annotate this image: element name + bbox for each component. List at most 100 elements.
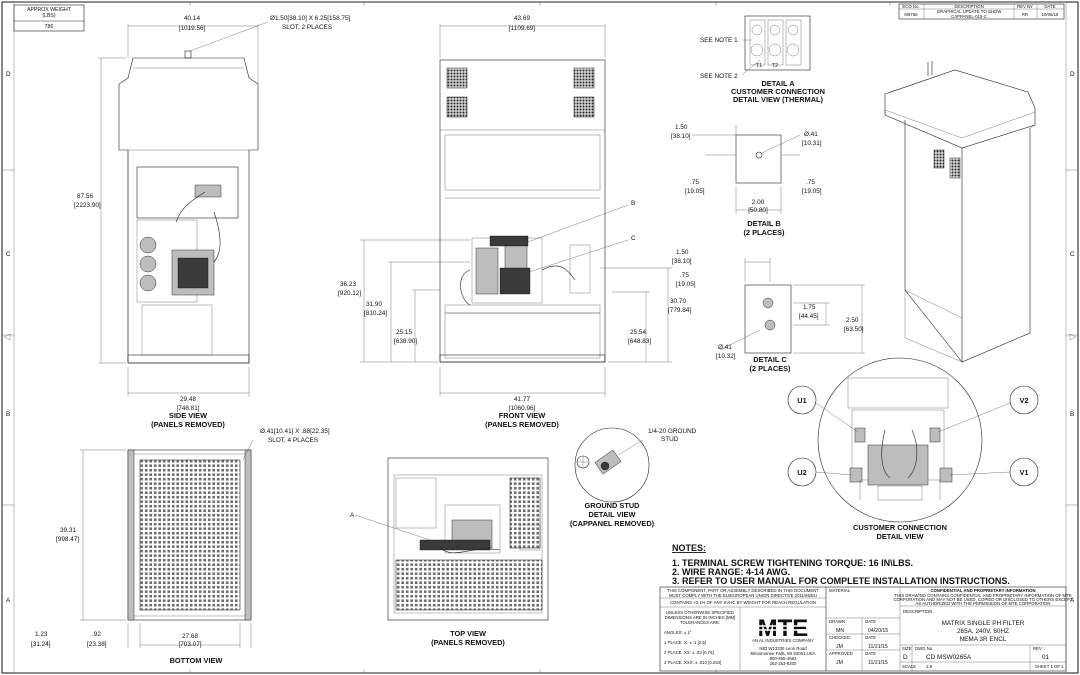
svg-text:[998.47]: [998.47] — [56, 536, 79, 543]
svg-text:U2: U2 — [797, 468, 806, 477]
svg-text:SEE NOTE 2: SEE NOTE 2 — [700, 73, 738, 80]
svg-text:[38.10]: [38.10] — [672, 258, 692, 265]
svg-text:2.00: 2.00 — [752, 199, 765, 206]
svg-text:30.70: 30.70 — [670, 298, 686, 305]
svg-text:(PANELS REMOVED): (PANELS REMOVED) — [151, 420, 225, 429]
top-view: A TOP VIEW (PANELS REMOVED) — [350, 457, 549, 647]
svg-text:262-253-8200: 262-253-8200 — [770, 661, 797, 666]
svg-text:JM: JM — [836, 644, 843, 650]
svg-text:U1: U1 — [797, 396, 806, 405]
svg-text:40.14: 40.14 — [184, 15, 200, 22]
svg-text:C: C — [1070, 251, 1075, 258]
svg-text:REV BY: REV BY — [1017, 4, 1033, 9]
svg-text:SEE NOTE 1: SEE NOTE 1 — [700, 37, 738, 44]
svg-text:APPROVED: APPROVED — [829, 651, 853, 656]
svg-text:1/4-20 GROUND: 1/4-20 GROUND — [648, 428, 697, 435]
svg-text:SIZE: SIZE — [902, 646, 912, 651]
svg-text:MUST COMPLY WITH THE EU/EUROPE: MUST COMPLY WITH THE EU/EUROPEAN UNION D… — [669, 593, 817, 598]
svg-text:(2 PLACES): (2 PLACES) — [743, 228, 785, 237]
svg-text:BOTTOM VIEW: BOTTOM VIEW — [170, 656, 223, 665]
svg-text:CD MSW0265A: CD MSW0265A — [926, 654, 972, 661]
svg-text:[63.50]: [63.50] — [844, 326, 864, 333]
svg-text:[748.81]: [748.81] — [176, 405, 199, 412]
svg-text:(2 PLACES): (2 PLACES) — [749, 364, 791, 373]
svg-text:B: B — [6, 411, 10, 418]
svg-text:3 PLACE .XXX: ± .010 [0.254]: 3 PLACE .XXX: ± .010 [0.254] — [664, 660, 721, 665]
svg-text:DETAIL VIEW: DETAIL VIEW — [877, 532, 924, 541]
svg-text:DETAIL VIEW: DETAIL VIEW — [589, 510, 636, 519]
svg-text:(PANELS REMOVED): (PANELS REMOVED) — [485, 420, 559, 429]
svg-text:.75: .75 — [690, 179, 699, 186]
svg-text:DETAIL B: DETAIL B — [747, 219, 780, 228]
svg-text:[19.05]: [19.05] — [676, 281, 696, 288]
svg-text:GROUND STUD: GROUND STUD — [584, 501, 640, 510]
svg-text:29.48: 29.48 — [180, 396, 196, 403]
svg-text:Ø.41[10.41] X .88[22.35]: Ø.41[10.41] X .88[22.35] — [260, 428, 330, 435]
svg-text:786: 786 — [45, 24, 54, 30]
front-view — [439, 59, 606, 363]
customer-connection-detail: U1 V2 U2 V1 CUSTOMER CONNECTION DETAIL V… — [787, 357, 1039, 541]
svg-text:CORPORATION AND MAY NOT BE USE: CORPORATION AND MAY NOT BE USED, COPIED … — [893, 597, 1072, 602]
svg-text:[1019.56]: [1019.56] — [179, 25, 206, 32]
svg-text:D: D — [1070, 71, 1075, 78]
svg-text:MN: MN — [836, 628, 844, 634]
svg-text:[44.45]: [44.45] — [799, 313, 819, 320]
front-view-dimensions: 43.69 [1109.69] 36.23 [920.12] 31.90 [81… — [338, 15, 691, 429]
svg-text:[1109.69]: [1109.69] — [509, 25, 535, 32]
svg-text:DWG No.: DWG No. — [915, 646, 933, 651]
svg-text:[10.31]: [10.31] — [802, 140, 822, 147]
svg-text:2.50: 2.50 — [846, 317, 859, 324]
svg-text:39.31: 39.31 — [60, 527, 76, 534]
svg-text:[19.05]: [19.05] — [802, 188, 822, 195]
svg-text:DRAWN: DRAWN — [829, 619, 845, 624]
svg-text:M9768: M9768 — [904, 12, 918, 17]
svg-text:[810.24]: [810.24] — [364, 310, 387, 317]
svg-text:CHECKED: CHECKED — [829, 635, 850, 640]
mte-logo: MTE — [758, 615, 809, 642]
svg-text:A: A — [1070, 597, 1075, 604]
svg-text:SCALE: SCALE — [902, 664, 916, 669]
svg-text:27.68: 27.68 — [182, 633, 198, 640]
svg-text:DETAIL VIEW (THERMAL): DETAIL VIEW (THERMAL) — [733, 95, 824, 104]
svg-text:NEMA 3R ENCL: NEMA 3R ENCL — [960, 636, 1007, 643]
isometric-view — [884, 61, 1036, 363]
detail-a: T1 T2 SEE NOTE 1 SEE NOTE 2 DETAIL A CUS… — [700, 15, 825, 104]
svg-text:[703.07]: [703.07] — [178, 641, 201, 648]
svg-text:N83 W13330 Leon Road: N83 W13330 Leon Road — [759, 646, 807, 651]
svg-text:.75: .75 — [680, 272, 689, 279]
svg-text:[10.32]: [10.32] — [716, 353, 736, 360]
svg-text:36.23: 36.23 — [340, 281, 356, 288]
svg-text:(CAPPANEL REMOVED): (CAPPANEL REMOVED) — [570, 519, 655, 528]
svg-text:1.50: 1.50 — [675, 124, 688, 131]
svg-text:25.15: 25.15 — [396, 329, 412, 336]
svg-text:REV: REV — [1033, 646, 1042, 651]
revision-block: ECO No. DESCRIPTION REV BY DATE M9768 GR… — [898, 3, 1065, 20]
detail-b: 1.50 [38.10] Ø.41 [10.31] .75 [19.05] .7… — [671, 124, 822, 237]
svg-text:CONTAINS <0.1% OF ANY SVHC BY: CONTAINS <0.1% OF ANY SVHC BY WEIGHT FOR… — [670, 600, 816, 605]
svg-text:CONFIDENTIAL AND PROPRIETARY I: CONFIDENTIAL AND PROPRIETARY INFORMATION — [930, 588, 1035, 593]
svg-text:1.75: 1.75 — [803, 304, 816, 311]
svg-text:31.90: 31.90 — [366, 301, 382, 308]
zone-labels: D C B A D C B A — [6, 71, 1075, 604]
svg-text:[31.24]: [31.24] — [31, 641, 51, 648]
svg-text:43.69: 43.69 — [514, 15, 530, 22]
svg-text:1.23: 1.23 — [35, 631, 48, 638]
svg-text:SLOT, 4 PLACES: SLOT, 4 PLACES — [268, 437, 318, 444]
svg-text:[19.05]: [19.05] — [685, 188, 705, 195]
svg-text:C: C — [6, 251, 11, 258]
svg-text:2. WIRE RANGE: 4-14 AWG.: 2. WIRE RANGE: 4-14 AWG. — [672, 567, 790, 577]
svg-text:[779.84]: [779.84] — [668, 307, 691, 314]
svg-text:JM: JM — [836, 660, 843, 666]
svg-text:87.56: 87.56 — [77, 193, 93, 200]
svg-text:800-455-4683: 800-455-4683 — [770, 656, 797, 661]
svg-text:T2: T2 — [772, 63, 778, 69]
svg-text:41.77: 41.77 — [514, 396, 530, 403]
svg-text:[23.38]: [23.38] — [87, 641, 107, 648]
svg-text:B: B — [1070, 411, 1074, 418]
svg-text:MATRIX SINGLE PH FILTER: MATRIX SINGLE PH FILTER — [942, 620, 1025, 627]
svg-text:01: 01 — [1042, 654, 1050, 661]
svg-text:(PANELS REMOVED): (PANELS REMOVED) — [431, 638, 505, 647]
svg-text:DESCRIPTION: DESCRIPTION — [903, 609, 932, 614]
svg-text:V1: V1 — [1019, 468, 1028, 477]
